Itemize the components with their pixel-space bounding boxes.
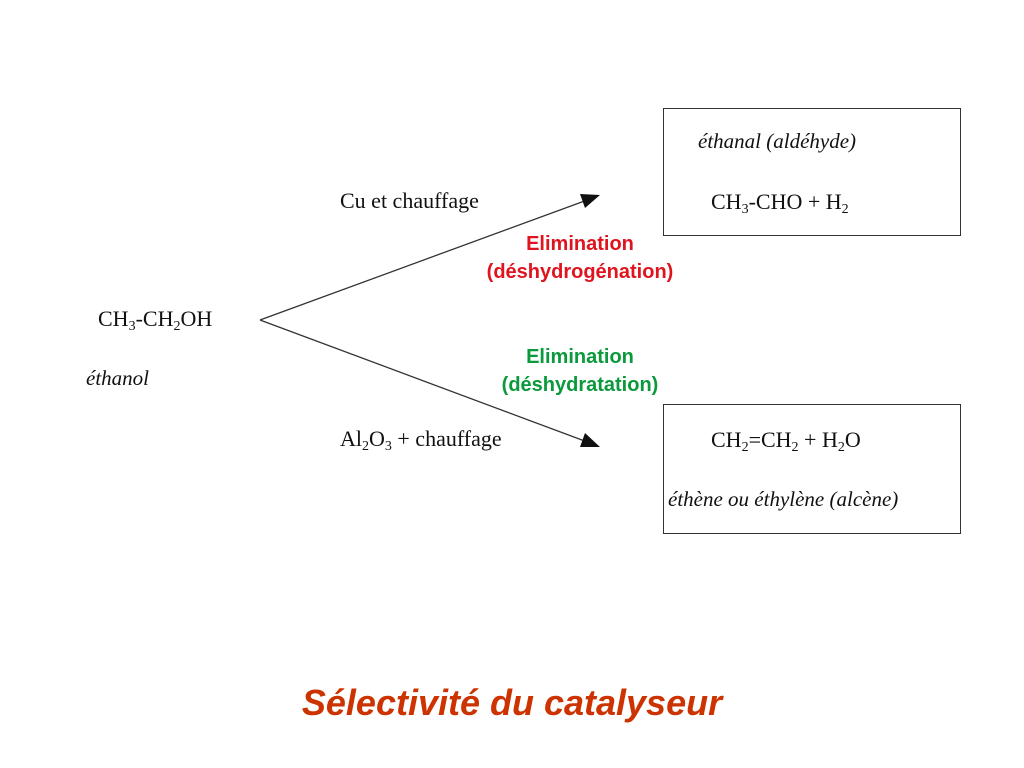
reactant-name: éthanol (86, 366, 149, 390)
lower-arrow-head (580, 433, 600, 447)
lower-reaction-type: Elimination (526, 346, 634, 368)
upper-reaction-type: Elimination (526, 233, 634, 255)
upper-arrow-line (259, 198, 591, 321)
reactant-formula: CH3-CH2OH (98, 306, 213, 334)
lower-product-formula: CH2=CH2 + H2O (711, 427, 861, 455)
upper-product-formula: CH3-CHO + H2 (711, 189, 849, 217)
upper-reaction-subtype: (déshydrogénation) (486, 261, 674, 283)
upper-arrow-head (580, 194, 600, 208)
lower-arrow-line (259, 319, 591, 444)
upper-reaction-label: Elimination (déshydrogénation) (460, 230, 700, 286)
upper-product-name: éthanal (aldéhyde) (698, 129, 857, 153)
upper-product-box: éthanal (aldéhyde) CH3-CHO + H2 (663, 108, 961, 236)
lower-product-box: CH2=CH2 + H2O éthène ou éthylène (alcène… (663, 404, 961, 534)
lower-product-name: éthène ou éthylène (alcène) (668, 487, 899, 511)
lower-condition: Al2O3 + chauffage (340, 426, 502, 454)
upper-condition: Cu et chauffage (340, 188, 479, 213)
lower-reaction-label: Elimination (déshydratation) (460, 343, 700, 399)
lower-reaction-subtype: (déshydratation) (501, 374, 659, 396)
page-title: Sélectivité du catalyseur (301, 682, 723, 723)
